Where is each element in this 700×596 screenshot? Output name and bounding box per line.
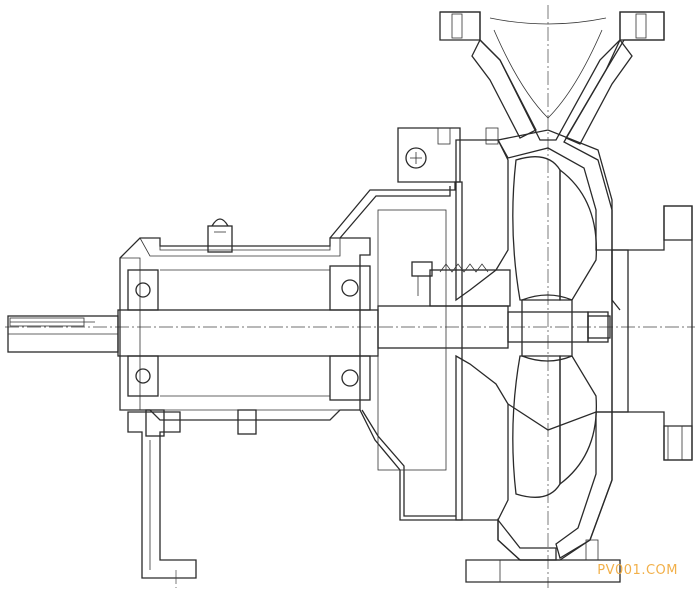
shaft-key bbox=[9, 317, 85, 327]
impeller bbox=[512, 156, 609, 498]
shaft bbox=[7, 305, 611, 357]
flange-bolts bbox=[437, 13, 683, 561]
inboard-bearing bbox=[329, 265, 371, 401]
mechanical-seal bbox=[411, 261, 511, 307]
support-foot bbox=[127, 411, 197, 588]
watermark-text: PV001.COM bbox=[597, 563, 678, 578]
outboard-bearing bbox=[127, 269, 159, 397]
foot-bolt bbox=[145, 409, 165, 437]
drain-plug bbox=[237, 409, 257, 435]
oil-fill-plug bbox=[207, 218, 233, 253]
bearing-housing bbox=[119, 237, 371, 421]
volute-casing bbox=[439, 11, 693, 583]
bearing-bracket bbox=[329, 127, 463, 521]
impeller-nut bbox=[587, 311, 609, 343]
casing-cover bbox=[455, 139, 509, 521]
